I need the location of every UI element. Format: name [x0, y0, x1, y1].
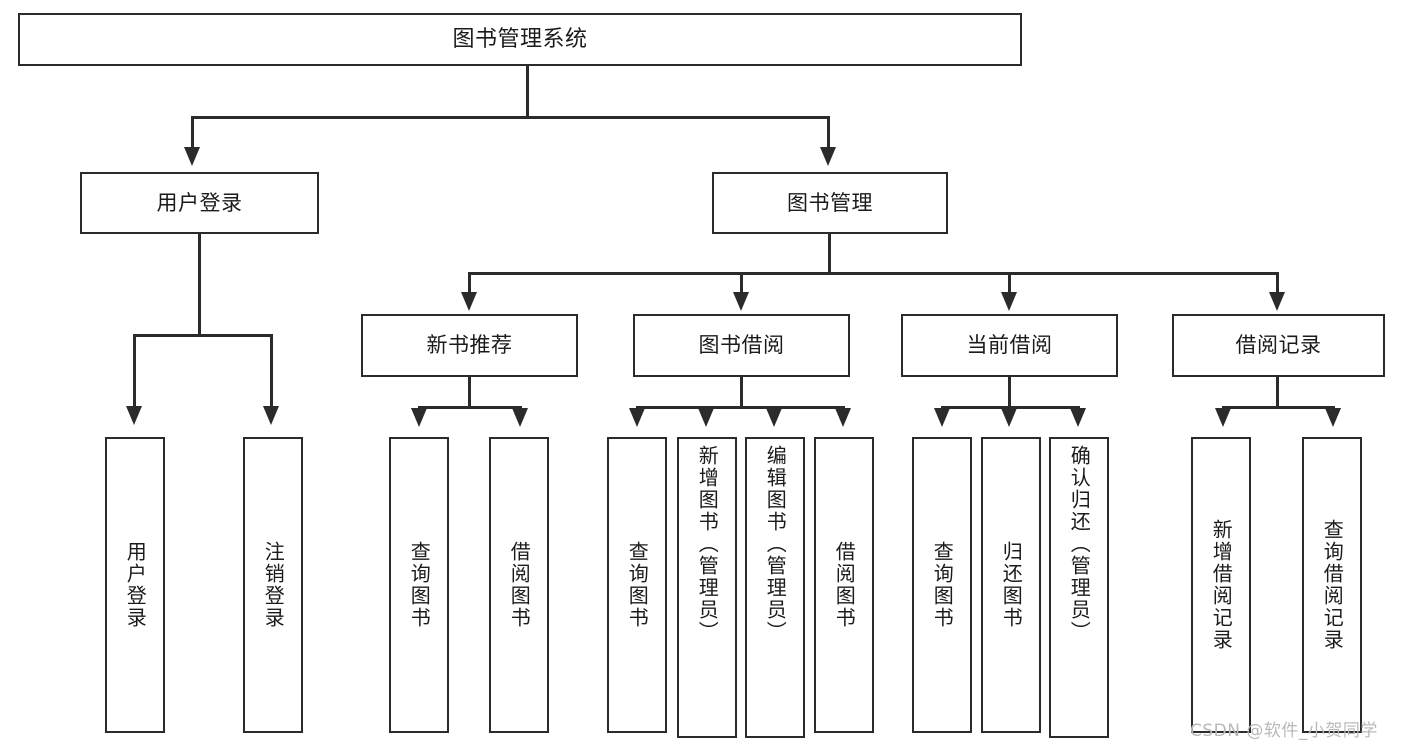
connector-book-mgmt-to-borrow: [740, 272, 743, 294]
connector-root-bar: [191, 116, 829, 119]
leaf-add-book-admin[interactable]: 新增图书（管理员）: [677, 437, 737, 738]
node-label: 当前借阅: [966, 333, 1053, 358]
leaf-label: 编辑图书（管理员）: [763, 445, 788, 643]
node-root-system[interactable]: 图书管理系统: [18, 13, 1022, 66]
arrowhead-leaf-current-borrow-2: [1001, 408, 1017, 427]
leaf-edit-book-admin[interactable]: 编辑图书（管理员）: [745, 437, 805, 738]
node-label: 借阅记录: [1235, 333, 1322, 358]
leaf-confirm-return-admin[interactable]: 确认归还（管理员）: [1049, 437, 1109, 738]
leaf-label: 用户登录: [123, 541, 148, 629]
node-user-login[interactable]: 用户登录: [80, 172, 319, 234]
leaf-label: 注销登录: [261, 541, 286, 629]
arrowhead-leaf-current-borrow-1: [934, 408, 950, 427]
leaf-borrow-book-recommend[interactable]: 借阅图书: [489, 437, 549, 733]
arrowhead-leaf-user-login-1: [126, 406, 142, 425]
connector-root-to-book-mgmt: [827, 116, 830, 149]
leaf-label: 查询图书: [407, 541, 432, 629]
leaf-label: 查询借阅记录: [1320, 519, 1345, 651]
connector-root-stem: [526, 66, 529, 117]
connector-root-to-user-login: [191, 116, 194, 149]
watermark-text: CSDN @软件_小贺同学: [1190, 721, 1378, 741]
connector-borrow-records-bar: [1222, 406, 1334, 409]
arrowhead-user-login: [184, 147, 200, 166]
connector-book-mgmt-to-new-book: [468, 272, 471, 294]
connector-new-book-stem: [468, 377, 471, 408]
node-label: 图书管理系统: [452, 26, 588, 52]
connector-new-book-bar: [418, 406, 521, 409]
leaf-label: 新增图书（管理员）: [695, 445, 720, 643]
arrowhead-leaf-book-borrow-2: [698, 408, 714, 427]
connector-user-login-leaf-1: [133, 334, 136, 408]
connector-book-borrow-bar: [636, 406, 844, 409]
leaf-query-book-borrow[interactable]: 查询图书: [607, 437, 667, 733]
arrowhead-records: [1269, 292, 1285, 311]
arrowhead-leaf-new-book-1: [411, 408, 427, 427]
connector-book-borrow-stem: [740, 377, 743, 408]
node-current-borrow[interactable]: 当前借阅: [901, 314, 1118, 377]
arrowhead-leaf-borrow-records-2: [1325, 408, 1341, 427]
connector-current-borrow-stem: [1008, 377, 1011, 408]
node-label: 用户登录: [156, 190, 243, 215]
arrowhead-leaf-user-login-2: [263, 406, 279, 425]
leaf-query-borrow-record[interactable]: 查询借阅记录: [1302, 437, 1362, 733]
leaf-add-borrow-record[interactable]: 新增借阅记录: [1191, 437, 1251, 733]
arrowhead-borrow: [733, 292, 749, 311]
node-book-borrow[interactable]: 图书借阅: [633, 314, 850, 377]
connector-user-login-stem: [198, 234, 201, 335]
arrowhead-book-mgmt: [820, 147, 836, 166]
arrowhead-leaf-borrow-records-1: [1215, 408, 1231, 427]
leaf-query-book-current[interactable]: 查询图书: [912, 437, 972, 733]
leaf-return-book[interactable]: 归还图书: [981, 437, 1041, 733]
node-borrow-records[interactable]: 借阅记录: [1172, 314, 1385, 377]
connector-book-mgmt-to-current: [1008, 272, 1011, 294]
connector-book-mgmt-stem: [828, 234, 831, 273]
arrowhead-leaf-book-borrow-3: [766, 408, 782, 427]
leaf-label: 确认归还（管理员）: [1067, 445, 1092, 643]
leaf-user-login[interactable]: 用户登录: [105, 437, 165, 733]
arrowhead-new-book: [461, 292, 477, 311]
arrowhead-leaf-book-borrow-1: [629, 408, 645, 427]
connector-book-mgmt-bar: [468, 272, 1278, 275]
node-label: 新书推荐: [426, 333, 513, 358]
arrowhead-leaf-new-book-2: [512, 408, 528, 427]
node-new-book-recommend[interactable]: 新书推荐: [361, 314, 578, 377]
leaf-label: 查询图书: [930, 541, 955, 629]
leaf-label: 借阅图书: [507, 541, 532, 629]
leaf-logout[interactable]: 注销登录: [243, 437, 303, 733]
arrowhead-current: [1001, 292, 1017, 311]
node-label: 图书借阅: [698, 333, 785, 358]
connector-book-mgmt-to-records: [1276, 272, 1279, 294]
node-book-management[interactable]: 图书管理: [712, 172, 948, 234]
connector-borrow-records-stem: [1276, 377, 1279, 408]
connector-user-login-leaf-2: [270, 334, 273, 408]
arrowhead-leaf-book-borrow-4: [835, 408, 851, 427]
leaf-label: 查询图书: [625, 541, 650, 629]
leaf-query-book-recommend[interactable]: 查询图书: [389, 437, 449, 733]
node-label: 图书管理: [787, 190, 873, 215]
leaf-label: 借阅图书: [832, 541, 857, 629]
leaf-borrow-book[interactable]: 借阅图书: [814, 437, 874, 733]
leaf-label: 归还图书: [999, 541, 1024, 629]
leaf-label: 新增借阅记录: [1209, 519, 1234, 651]
arrowhead-leaf-current-borrow-3: [1070, 408, 1086, 427]
connector-user-login-bar: [133, 334, 270, 337]
